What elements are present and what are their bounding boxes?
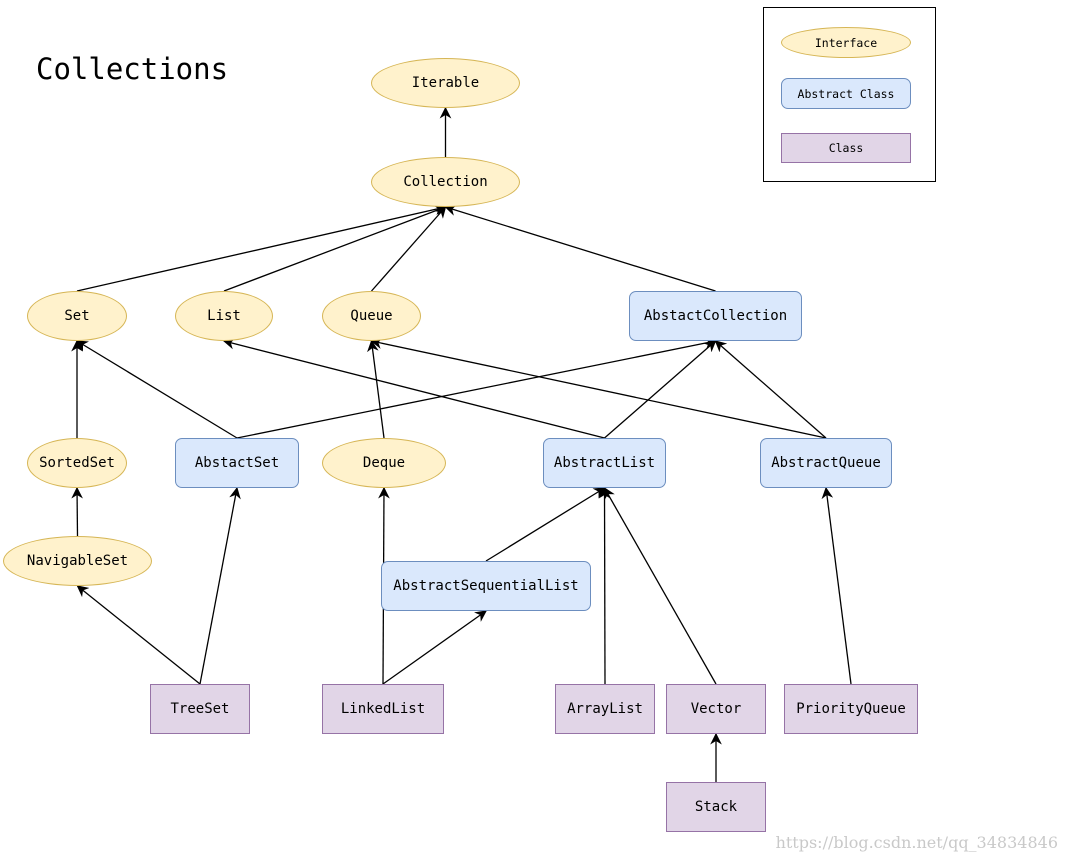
legend-interface: Interface xyxy=(781,27,911,58)
node-tree-set: TreeSet xyxy=(150,684,250,734)
node-linked-list: LinkedList xyxy=(322,684,444,734)
edge-abstact_collection-to-collection xyxy=(444,204,716,292)
legend-abstract-class: Abstract Class xyxy=(781,78,911,109)
edge-array_list-to-abstract_list xyxy=(598,486,611,685)
node-queue: Queue xyxy=(322,291,421,341)
node-iterable: Iterable xyxy=(371,58,520,108)
node-set: Set xyxy=(27,291,127,341)
edge-abstact_set-to-set xyxy=(75,340,238,439)
node-abstract-queue: AbstractQueue xyxy=(760,438,892,488)
edge-abstact_set-to-abstact_collection xyxy=(236,337,717,439)
node-collection: Collection xyxy=(371,157,520,207)
watermark: https://blog.csdn.net/qq_34834846 xyxy=(775,833,1058,852)
edge-queue-to-collection xyxy=(371,206,447,292)
edge-tree_set-to-abstact_set xyxy=(199,486,241,685)
edge-tree_set-to-navigable_set xyxy=(76,585,201,685)
edge-list-to-collection xyxy=(223,205,447,292)
legend: Interface Abstract Class Class xyxy=(763,7,936,182)
edge-abstract_sequential_list-to-abstract_list xyxy=(485,487,606,562)
node-abstact-collection: AbstactCollection xyxy=(629,291,802,341)
diagram-title: Collections xyxy=(36,52,229,86)
edge-abstract_queue-to-abstact_collection xyxy=(714,340,827,439)
node-vector: Vector xyxy=(666,684,766,734)
node-array-list: ArrayList xyxy=(555,684,655,734)
edge-priority_queue-to-abstract_queue xyxy=(821,486,852,685)
node-priority-queue: PriorityQueue xyxy=(784,684,918,734)
node-stack: Stack xyxy=(666,782,766,832)
legend-class: Class xyxy=(781,133,911,163)
node-deque: Deque xyxy=(322,438,446,488)
node-sorted-set: SortedSet xyxy=(27,438,127,488)
edge-set-to-collection xyxy=(76,203,447,292)
edge-vector-to-abstract_list xyxy=(603,486,717,685)
node-abstract-sequential-list: AbstractSequentialList xyxy=(381,561,591,611)
node-list: List xyxy=(175,291,273,341)
edge-linked_list-to-abstract_sequential_list xyxy=(382,610,487,685)
node-abstract-list: AbstractList xyxy=(543,438,666,488)
node-navigable-set: NavigableSet xyxy=(3,536,152,586)
node-abstact-set: AbstactSet xyxy=(175,438,299,488)
edge-deque-to-queue xyxy=(367,339,385,439)
edge-navigable_set-to-sorted_set xyxy=(71,486,83,537)
edge-abstract_list-to-list xyxy=(222,337,605,439)
edge-abstract_list-to-abstact_collection xyxy=(604,340,717,439)
edge-abstract_queue-to-queue xyxy=(370,337,827,439)
